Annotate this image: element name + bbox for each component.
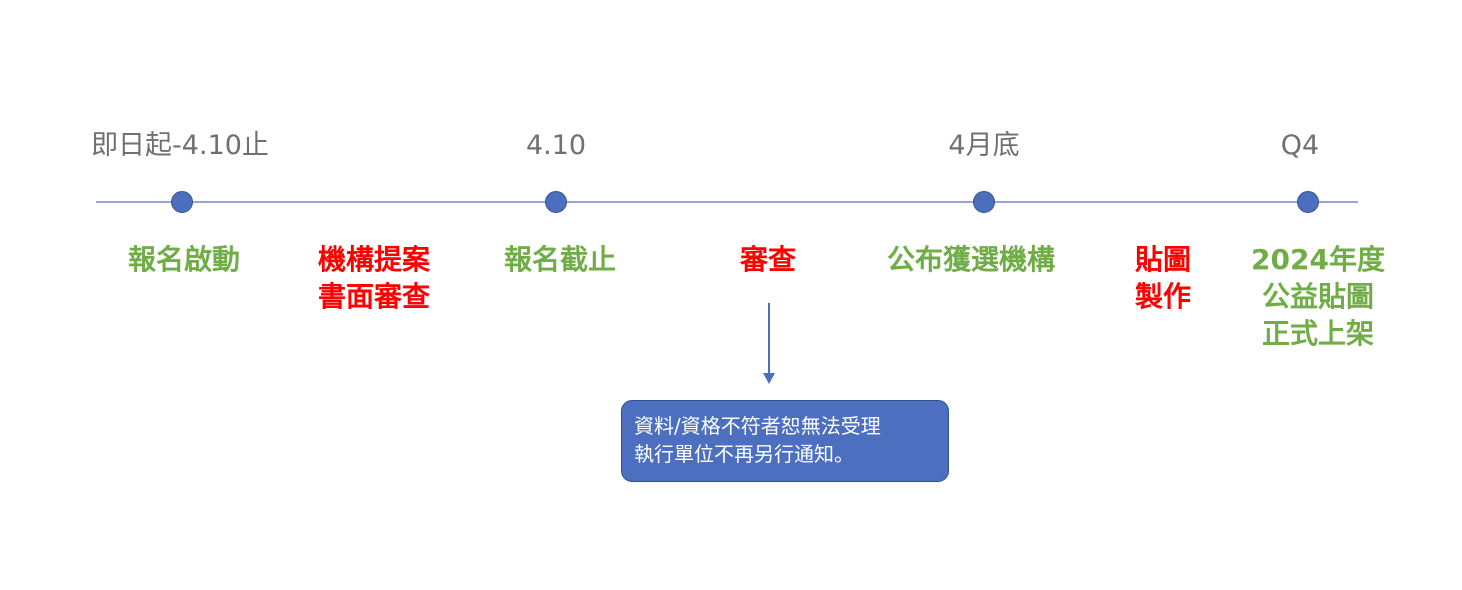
note-arrow-icon xyxy=(763,373,775,384)
phase-label: 報名啟動 xyxy=(127,243,241,276)
date-label-start: 即日起-4.10止 xyxy=(91,130,269,161)
phase-label: 機構提案 書面審查 xyxy=(317,243,431,313)
review-note-callout: 資料/資格不符者恕無法受理 執行單位不再另行通知。 xyxy=(621,400,949,482)
phase-label: 審查 xyxy=(739,243,797,276)
milestone-dot xyxy=(1297,191,1319,213)
phase-label: 報名截止 xyxy=(503,243,617,276)
phase-label: 貼圖 製作 xyxy=(1134,243,1192,313)
timeline-axis xyxy=(96,201,1358,203)
milestone-dot xyxy=(973,191,995,213)
date-label-q4: Q4 xyxy=(1280,130,1320,161)
milestone-dot xyxy=(171,191,193,213)
date-label-end-april: 4月底 xyxy=(948,130,1020,161)
milestone-dot xyxy=(545,191,567,213)
date-label-deadline: 4.10 xyxy=(525,130,587,161)
phase-label: 2024年度 公益貼圖 正式上架 xyxy=(1251,243,1385,350)
note-connector-line xyxy=(768,303,770,375)
phase-label: 公布獲選機構 xyxy=(886,243,1056,276)
